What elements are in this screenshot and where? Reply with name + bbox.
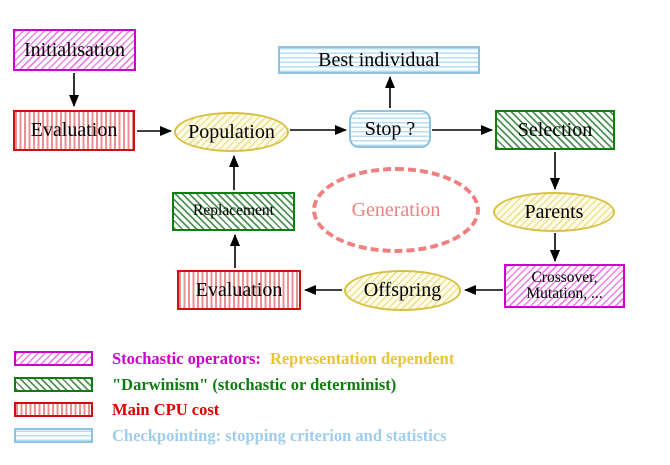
node-stop: Stop ? <box>349 110 431 148</box>
legend-row-cpu-cost: Main CPU cost <box>14 400 219 419</box>
legend-label-darwinism: "Darwinism" (stochastic or determinist) <box>112 375 397 394</box>
legend-row-darwinism: "Darwinism" (stochastic or determinist) <box>14 375 396 394</box>
node-evaluation-top: Evaluation <box>13 110 135 151</box>
node-population: Population <box>174 112 289 152</box>
legend-label-main-cpu-cost: Main CPU cost <box>112 400 220 419</box>
legend-row-checkpointing: Checkpointing: stopping criterion and st… <box>14 426 447 445</box>
node-parents: Parents <box>493 192 615 232</box>
crossover-line2: Mutation, ... <box>526 285 603 302</box>
legend-row-stochastic: Stochastic operators: Representation dep… <box>14 349 454 368</box>
node-best-individual: Best individual <box>278 46 480 74</box>
node-offspring: Offspring <box>344 270 461 311</box>
node-initialisation: Initialisation <box>13 29 136 71</box>
node-generation: Generation <box>312 167 480 253</box>
legend-label-checkpointing: Checkpointing: stopping criterion and st… <box>112 426 447 445</box>
node-crossover-mutation: Crossover, Mutation, ... <box>504 264 625 308</box>
legend-label-stochastic-operators: Stochastic operators: <box>112 349 261 368</box>
node-selection: Selection <box>495 110 615 150</box>
legend-swatch-blue-lines <box>14 428 93 443</box>
legend-swatch-red-stripes <box>14 402 93 417</box>
legend-label-representation-dependent: Representation dependent <box>269 349 455 368</box>
crossover-line1: Crossover, <box>531 268 598 286</box>
node-evaluation-bottom: Evaluation <box>177 270 301 310</box>
legend-swatch-magenta-hatch <box>14 351 93 366</box>
legend-swatch-green-hatch <box>14 377 93 392</box>
node-replacement: Replacement <box>172 192 295 231</box>
